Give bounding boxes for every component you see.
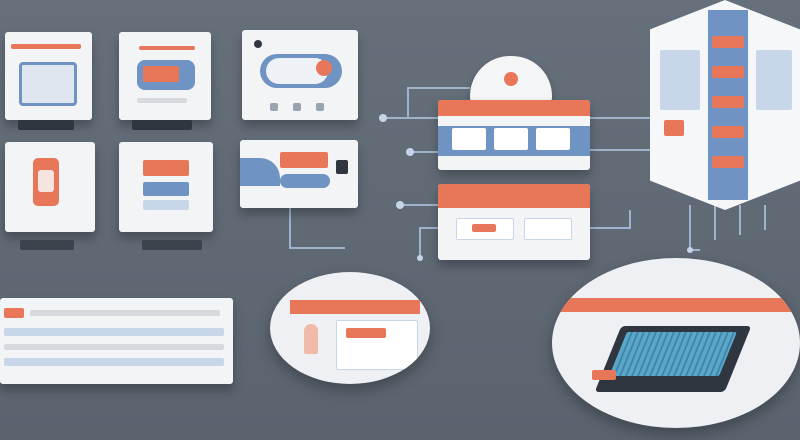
- connector-13: [590, 210, 631, 229]
- card-3: [242, 30, 358, 120]
- node-3: [396, 201, 404, 209]
- connector-9: [689, 205, 700, 251]
- database-layer-2: [712, 66, 744, 78]
- connector-paths: [289, 87, 766, 258]
- card-2-line: [137, 98, 187, 103]
- center-panel-bottom: [438, 184, 590, 260]
- card-4-device-screen: [38, 170, 54, 192]
- server-block: [594, 326, 752, 392]
- card-6-wave: [240, 158, 280, 186]
- card-4-base: [20, 240, 74, 250]
- card-5-row-1: [143, 182, 189, 196]
- card-6: [240, 140, 358, 208]
- card-1-window: [19, 62, 77, 106]
- card-5-banner: [143, 160, 189, 176]
- node-4: [417, 255, 423, 261]
- list-panel-row-1: [30, 310, 220, 316]
- zoom-bubble-left: [270, 272, 430, 384]
- card-2: [119, 32, 211, 120]
- center-panel-top-header: [438, 100, 590, 116]
- hub-icon: [504, 72, 518, 86]
- center-panel-bottom-tile-1-accent: [472, 224, 496, 232]
- card-3-icon-row: [270, 96, 330, 111]
- center-panel-bottom-header: [438, 184, 590, 208]
- connector-nodes: [379, 114, 693, 261]
- node-5: [687, 247, 693, 253]
- database-layer-4: [712, 126, 744, 138]
- server-block-face: [609, 332, 737, 376]
- zoom-bubble-left-card-accent: [346, 328, 386, 338]
- card-1-header: [11, 44, 81, 49]
- connector-8: [419, 227, 440, 258]
- center-panel-top: [438, 100, 590, 170]
- card-6-badge: [336, 160, 348, 174]
- list-panel-row-3: [4, 344, 224, 350]
- database-shelf-right: [756, 50, 792, 110]
- card-2-header: [139, 46, 195, 50]
- database-item: [664, 120, 684, 136]
- gear-icon: [293, 103, 302, 111]
- card-6-pill: [280, 174, 330, 188]
- list-panel: [0, 298, 233, 384]
- card-5-row-2: [143, 200, 189, 210]
- zoom-bubble-right-header: [552, 298, 800, 312]
- zoom-bubble-right: [552, 258, 800, 428]
- node-1: [379, 114, 387, 122]
- database-layer-5: [712, 156, 744, 168]
- card-6-banner: [280, 152, 328, 168]
- center-panel-top-tile-2: [494, 128, 528, 150]
- database-layer-1: [712, 36, 744, 48]
- database-icon: [650, 0, 800, 210]
- database-shelf-left: [660, 50, 700, 110]
- connector-7: [289, 208, 345, 249]
- card-2-panel-inner: [143, 66, 179, 82]
- center-panel-bottom-tile-2: [524, 218, 572, 240]
- card-5: [119, 142, 213, 232]
- server-icon: [316, 103, 325, 111]
- database-layer-3: [712, 96, 744, 108]
- list-panel-row-2: [4, 328, 224, 336]
- card-2-base: [132, 120, 192, 130]
- card-3-orb: [316, 60, 332, 76]
- card-3-dot: [254, 40, 262, 48]
- list-panel-tag: [4, 308, 24, 318]
- person-icon: [270, 103, 278, 111]
- center-panel-top-tile-3: [536, 128, 570, 150]
- zoom-bubble-left-header: [290, 300, 420, 314]
- card-1: [5, 32, 92, 120]
- card-4: [5, 142, 95, 232]
- center-panel-top-tile-1: [452, 128, 486, 150]
- list-panel-row-4: [4, 358, 224, 366]
- node-2: [406, 148, 414, 156]
- server-block-tag: [592, 370, 616, 380]
- card-5-base: [142, 240, 202, 250]
- card-1-base: [18, 120, 74, 130]
- person-figure: [304, 324, 318, 354]
